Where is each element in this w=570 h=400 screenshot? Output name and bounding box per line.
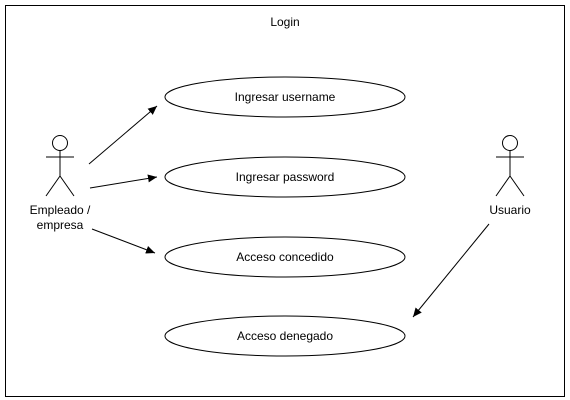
actor-empleado-right-leg [59, 175, 75, 197]
actor-empleado-head [52, 135, 68, 151]
use-case-ingresar-username-shape [164, 76, 406, 118]
actor-usuario-head [502, 135, 518, 151]
association-empleado-to-ingresar-password[interactable] [89, 174, 158, 189]
use-case-ingresar-password-label: Ingresar password [236, 170, 335, 184]
association-empleado-to-acceso-concedido[interactable] [91, 228, 156, 254]
use-case-acceso-denegado[interactable]: Acceso denegado [164, 315, 406, 357]
actor-empleado[interactable]: Empleado / empresa [30, 135, 91, 233]
system-title: Login [270, 15, 299, 29]
actor-usuario[interactable]: Usuario [489, 135, 531, 218]
use-case-ingresar-username-label: Ingresar username [235, 90, 336, 104]
use-case-acceso-concedido[interactable]: Acceso concedido [164, 236, 406, 278]
association-usuario-to-acceso-denegado[interactable] [412, 223, 490, 318]
use-case-acceso-concedido-label: Acceso concedido [236, 250, 334, 264]
use-case-ingresar-password-shape [164, 156, 406, 198]
use-case-ingresar-username[interactable]: Ingresar username [164, 76, 406, 118]
actor-empleado-label-line1: Empleado / [30, 203, 91, 217]
actor-usuario-left-leg [495, 175, 511, 197]
use-case-ingresar-password[interactable]: Ingresar password [164, 156, 406, 198]
actor-usuario-right-leg [509, 175, 525, 197]
use-case-acceso-concedido-shape [164, 236, 406, 278]
use-case-acceso-denegado-label: Acceso denegado [237, 329, 333, 343]
actor-usuario-label: Usuario [489, 203, 531, 217]
actor-empleado-label-line2: empresa [37, 218, 84, 232]
association-empleado-to-ingresar-username[interactable] [88, 105, 158, 165]
actor-empleado-left-leg [45, 175, 61, 197]
use-case-acceso-denegado-shape [164, 315, 406, 357]
